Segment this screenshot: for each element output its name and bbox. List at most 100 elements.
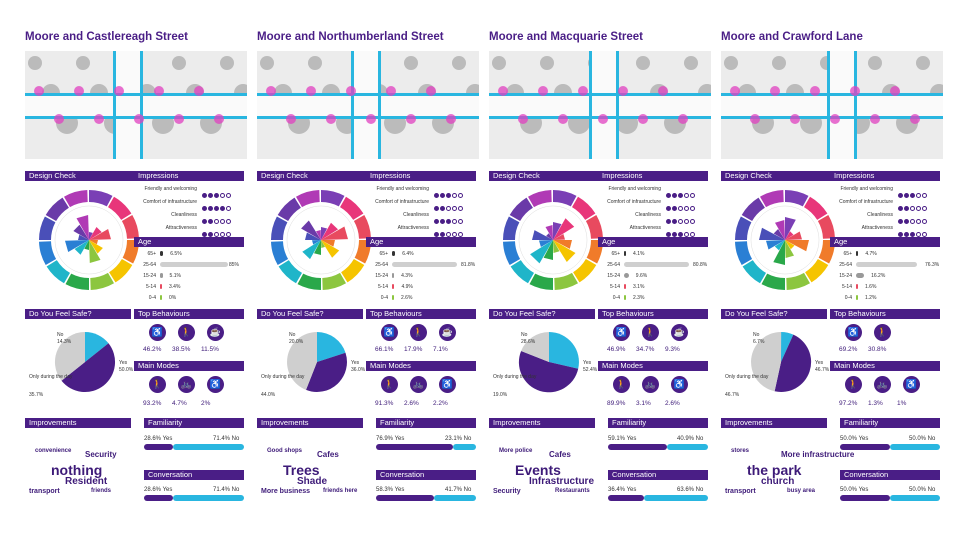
activity-hotspot bbox=[810, 86, 820, 96]
rating-dot bbox=[458, 193, 463, 198]
rose-petal bbox=[89, 229, 111, 240]
tree-canopy bbox=[636, 56, 650, 70]
age-group-label: 15-24 bbox=[375, 273, 388, 279]
activity-hotspot bbox=[678, 114, 688, 124]
feel-safe-header: Do You Feel Safe? bbox=[25, 309, 131, 319]
impression-label: Attractiveness bbox=[165, 225, 197, 231]
rating-dot bbox=[922, 232, 927, 237]
behaviour-percent: 46.2% bbox=[143, 346, 162, 353]
age-bar bbox=[624, 295, 626, 300]
age-group-label: 0-4 bbox=[148, 295, 156, 301]
rose-petal bbox=[321, 227, 328, 240]
age-group-label: 5-14 bbox=[841, 284, 852, 290]
improvement-word: Resident bbox=[65, 476, 108, 487]
age-percent: 85% bbox=[229, 262, 240, 268]
impression-rating bbox=[666, 211, 696, 229]
wheelchair-mode-icon: ♿ bbox=[903, 376, 920, 393]
rose-chart bbox=[271, 190, 371, 290]
rating-dot bbox=[678, 232, 683, 237]
improvements-header: Improvements bbox=[721, 418, 827, 428]
impressions-header: Impressions bbox=[134, 171, 244, 181]
rose-petal bbox=[785, 240, 794, 258]
rose-petal bbox=[553, 240, 576, 262]
improvement-word: busy area bbox=[787, 488, 816, 494]
rating-dot bbox=[214, 219, 219, 224]
mode-percent: 91.3% bbox=[375, 400, 394, 407]
tree-canopy bbox=[76, 56, 90, 70]
activity-hotspot bbox=[770, 86, 780, 96]
bike-mode-icon: 🚲 bbox=[410, 376, 427, 393]
familiarity-no-bar bbox=[890, 444, 940, 450]
improvement-word: Cafes bbox=[317, 450, 339, 459]
rose-sector bbox=[89, 190, 113, 207]
rating-dot bbox=[434, 219, 439, 224]
rose-petal bbox=[766, 240, 785, 250]
improvement-word: Security bbox=[85, 450, 117, 459]
activity-hotspot bbox=[618, 86, 628, 96]
rating-dot bbox=[898, 219, 903, 224]
impression-rating bbox=[434, 224, 464, 242]
age-bar bbox=[392, 251, 396, 256]
familiarity-yes: 59.1% Yes bbox=[608, 436, 637, 442]
rating-dot bbox=[458, 232, 463, 237]
tree-canopy bbox=[684, 56, 698, 70]
map-graphic bbox=[25, 51, 247, 159]
rating-dot bbox=[226, 219, 231, 224]
familiarity-no: 40.9% No bbox=[677, 436, 704, 442]
activity-hotspot bbox=[446, 114, 456, 124]
rose-sector bbox=[742, 260, 766, 284]
safe-day-value: 44.0% bbox=[261, 392, 276, 398]
tree-canopy bbox=[868, 56, 882, 70]
mode-percent: 93.2% bbox=[143, 400, 162, 407]
rose-petal bbox=[314, 240, 321, 255]
pie-slice bbox=[781, 331, 794, 362]
coffee-icon: ☕ bbox=[439, 324, 456, 341]
rose-petal bbox=[553, 240, 572, 249]
rating-dot bbox=[666, 219, 671, 224]
improvements-header: Improvements bbox=[489, 418, 595, 428]
age-percent: 3.1% bbox=[633, 284, 645, 290]
rose-petal bbox=[301, 220, 321, 240]
age-bar bbox=[856, 251, 859, 256]
impression-rating bbox=[202, 224, 232, 242]
improvement-word: More police bbox=[499, 448, 533, 454]
rating-dot bbox=[916, 206, 921, 211]
feel-safe-header: Do You Feel Safe? bbox=[721, 309, 827, 319]
rose-sector bbox=[39, 216, 56, 240]
age-percent: 4.7% bbox=[865, 251, 877, 257]
rating-dot bbox=[220, 232, 225, 237]
rose-sector bbox=[108, 196, 132, 220]
pie-slice bbox=[774, 334, 812, 393]
safe-yes-value: 36.0% bbox=[351, 367, 366, 373]
conversation-header: Conversation bbox=[840, 470, 940, 480]
rose-petal bbox=[321, 226, 348, 240]
activity-hotspot bbox=[214, 114, 224, 124]
age-bar bbox=[160, 284, 162, 289]
conversation-no-bar bbox=[890, 495, 940, 501]
rating-dot bbox=[898, 193, 903, 198]
age-bar bbox=[392, 262, 458, 267]
rose-sector bbox=[341, 259, 365, 283]
tree-canopy bbox=[260, 56, 274, 70]
rating-dot bbox=[446, 232, 451, 237]
safe-day-label: Only during the day bbox=[725, 374, 769, 380]
impression-label: Cleanliness bbox=[635, 212, 661, 218]
age-group-label: 0-4 bbox=[612, 295, 620, 301]
rose-petal bbox=[773, 240, 785, 265]
improvement-word: Trees bbox=[283, 462, 320, 478]
safe-day-value: 19.0% bbox=[493, 392, 508, 398]
rose-chart bbox=[735, 190, 835, 290]
behaviour-percent: 46.9% bbox=[607, 346, 626, 353]
rating-dot bbox=[220, 219, 225, 224]
tree-canopy bbox=[772, 56, 786, 70]
impression-rating bbox=[898, 224, 928, 242]
rose-sector bbox=[529, 273, 553, 290]
rose-petal bbox=[532, 230, 553, 240]
impression-rating bbox=[202, 185, 232, 203]
rating-dot bbox=[452, 193, 457, 198]
age-percent: 4.1% bbox=[633, 251, 645, 257]
age-percent: 2.6% bbox=[401, 295, 413, 301]
rating-dot bbox=[434, 193, 439, 198]
conversation-header: Conversation bbox=[608, 470, 708, 480]
improvement-word: the park bbox=[747, 462, 802, 478]
